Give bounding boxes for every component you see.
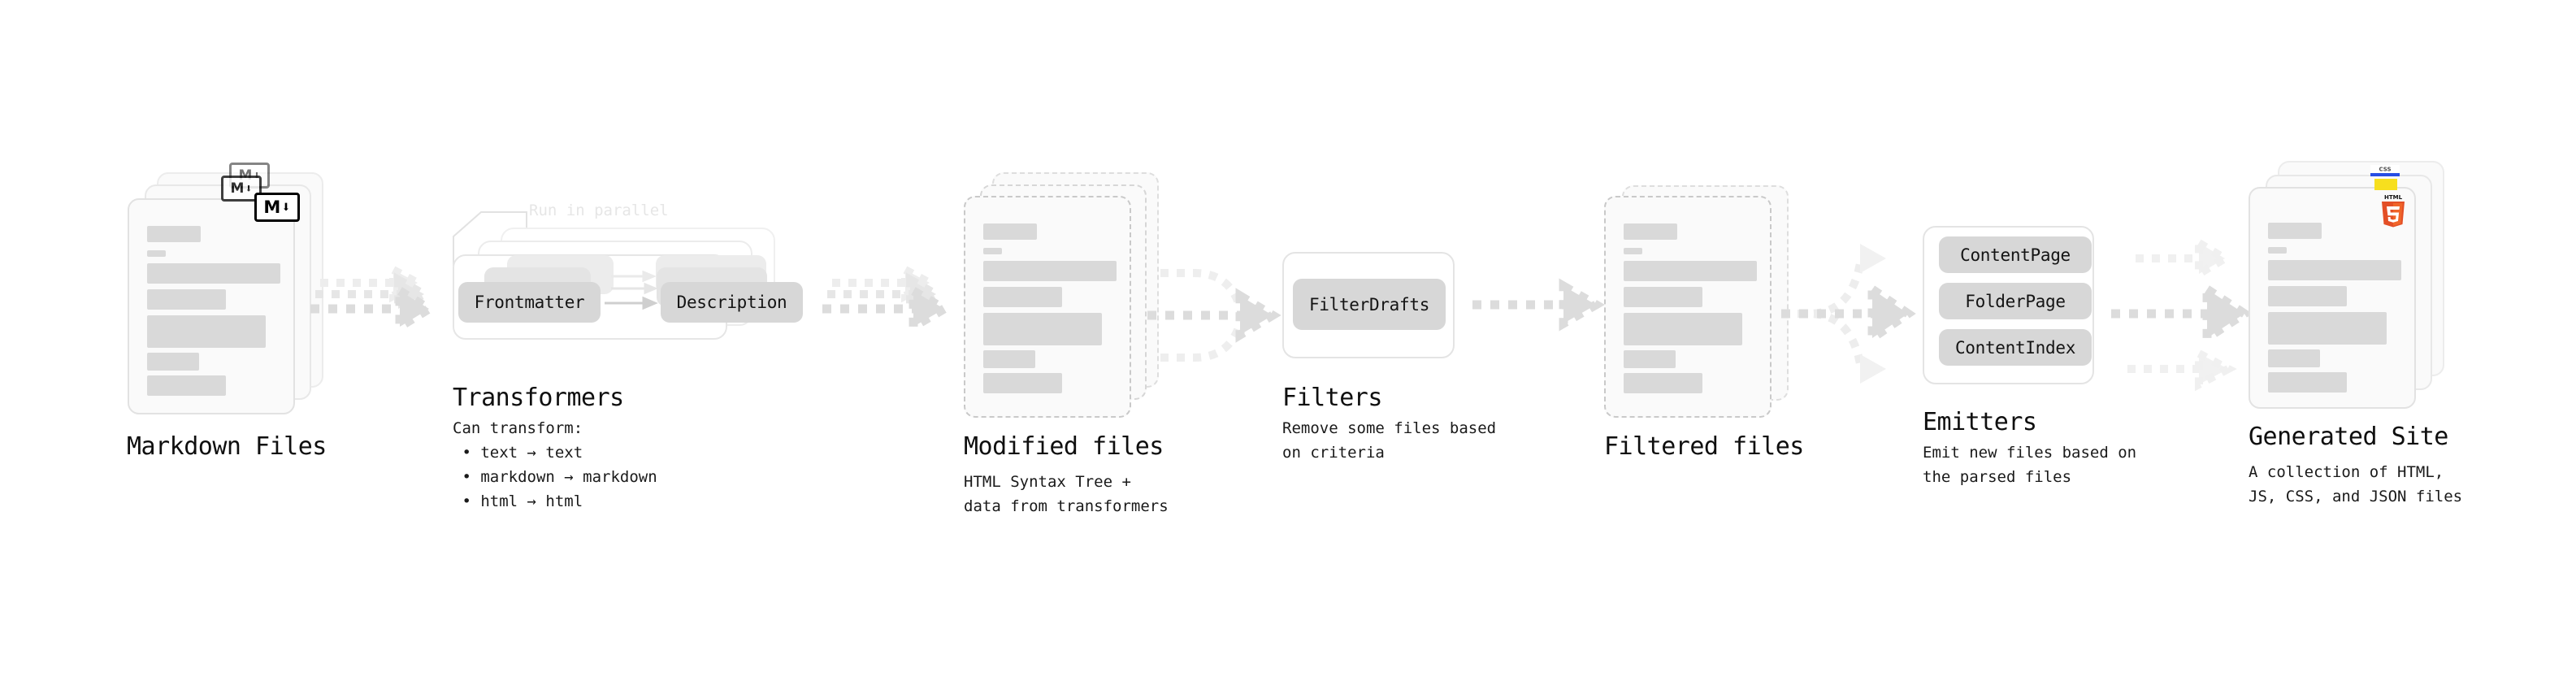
skeleton-line <box>147 289 226 310</box>
transformer-chip-frontmatter[interactable]: Frontmatter <box>458 282 601 323</box>
skeleton-line <box>1624 248 1642 254</box>
skeleton-line <box>2268 223 2322 239</box>
stage-title-filtered-files: Filtered files <box>1604 432 1804 461</box>
skeleton-line <box>983 350 1035 368</box>
stage-title-markdown-files: Markdown Files <box>127 432 327 461</box>
skeleton-line <box>2268 349 2320 367</box>
skeleton-line <box>147 263 280 284</box>
connector-emitters-to-site <box>2110 236 2253 392</box>
emitter-chip-contentpage[interactable]: ContentPage <box>1939 236 2092 273</box>
skeleton-line <box>147 353 199 371</box>
stage-desc-filters: Remove some files based on criteria <box>1282 419 1497 462</box>
stage-title-filters: Filters <box>1282 384 1382 412</box>
skeleton-line <box>2268 312 2387 345</box>
markdown-badge-icon: M ⬇ <box>254 193 300 222</box>
css3-badge-icon: CSS <box>2370 165 2400 176</box>
skeleton-line <box>983 223 1037 240</box>
javascript-badge-icon <box>2374 179 2397 190</box>
emitter-chip-contentindex[interactable]: ContentIndex <box>1939 329 2092 366</box>
skeleton-line <box>1624 313 1742 345</box>
skeleton-line <box>147 250 166 257</box>
markdown-badge-arrow: ⬇ <box>281 197 291 216</box>
stage-desc-modified-files: HTML Syntax Tree + data from transformer… <box>964 473 1169 515</box>
skeleton-line <box>2268 260 2401 280</box>
modified-card-front <box>964 196 1131 418</box>
stage-title-generated-site: Generated Site <box>2249 423 2448 451</box>
stage-desc-generated-site: A collection of HTML, JS, CSS, and JSON … <box>2249 463 2463 505</box>
transformer-inner-arrows-faint <box>611 270 668 310</box>
stage-desc-emitters: Emit new files based on the parsed files <box>1923 444 2137 486</box>
transformer-chip-description[interactable]: Description <box>661 282 803 323</box>
skeleton-line <box>983 287 1062 307</box>
svg-text:HTML: HTML <box>2384 194 2403 201</box>
emitter-chip-folderpage[interactable]: FolderPage <box>1939 283 2092 319</box>
skeleton-line <box>983 373 1062 393</box>
transformer-inner-arrow <box>605 296 660 310</box>
skeleton-line <box>2268 247 2287 254</box>
skeleton-line <box>147 375 226 396</box>
markdown-card-front <box>128 198 295 414</box>
skeleton-line <box>983 261 1117 281</box>
skeleton-line <box>2268 286 2347 306</box>
filtered-card-front <box>1604 196 1772 418</box>
skeleton-line <box>147 226 201 242</box>
svg-text:CSS: CSS <box>2379 167 2391 173</box>
connector-md-to-transformers <box>309 262 438 358</box>
connector-filters-to-filtered <box>1471 278 1606 343</box>
stage-title-modified-files: Modified files <box>964 432 1164 461</box>
connector-modified-to-filters <box>1146 258 1281 371</box>
skeleton-line <box>1624 287 1702 307</box>
filter-chip-filterdrafts[interactable]: FilterDrafts <box>1293 279 1446 330</box>
skeleton-line <box>147 315 266 348</box>
connector-transformers-to-modified <box>821 262 953 358</box>
html5-badge-icon: HTML <box>2379 193 2407 228</box>
skeleton-line <box>1624 350 1676 368</box>
skeleton-line <box>1624 373 1702 393</box>
stage-desc-transformers: Can transform: • text → text • markdown … <box>453 419 657 510</box>
skeleton-line <box>1624 261 1757 281</box>
skeleton-line <box>1624 223 1677 240</box>
skeleton-line <box>2268 372 2347 393</box>
connector-filtered-to-emitters <box>1780 236 1916 390</box>
markdown-badge-letter: M <box>263 197 281 217</box>
skeleton-line <box>983 248 1002 254</box>
stage-title-emitters: Emitters <box>1923 408 2037 436</box>
stage-title-transformers: Transformers <box>453 384 624 412</box>
run-in-parallel-leader <box>452 199 541 268</box>
skeleton-line <box>983 313 1102 345</box>
run-in-parallel-label: Run in parallel <box>529 202 669 219</box>
